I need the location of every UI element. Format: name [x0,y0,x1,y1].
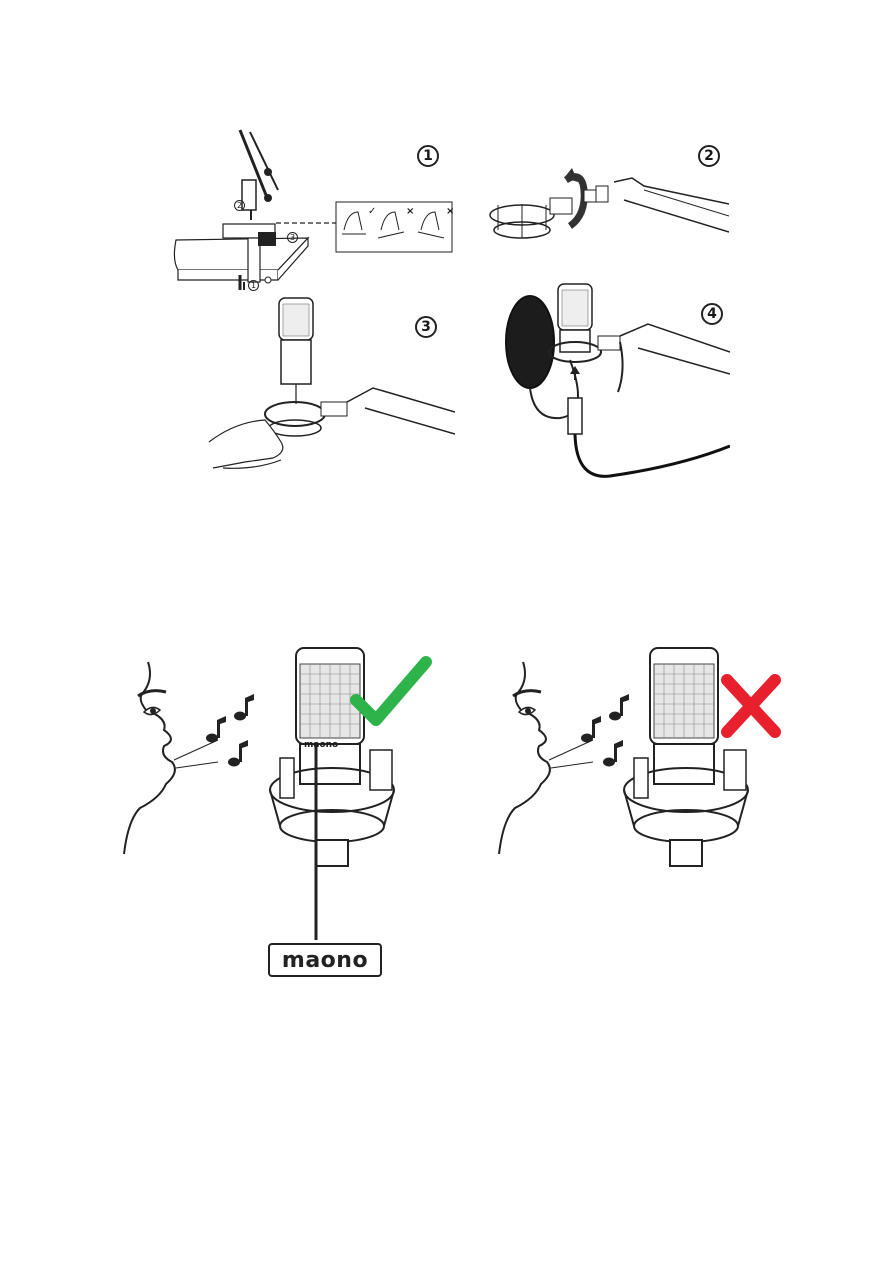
step-3-number: 3 [415,316,437,338]
check-mark-icon [356,662,426,720]
inset-cross-mark-a: × [406,206,414,217]
step-1-number: 1 [417,145,439,167]
inset-cross-mark-b: × [446,206,454,217]
mic-body-label: maono [304,740,338,750]
marker-3: 3 [287,232,298,243]
brand-callout: maono [268,943,382,977]
inset-check-mark: ✓ [368,206,376,217]
music-note-icon [581,694,629,767]
step-2-figure [484,160,729,245]
x-mark-icon [727,680,775,732]
marker-1: 1 [248,280,259,291]
correct-usage-figure: maono [120,640,440,940]
wrong-usage-figure [495,640,795,880]
step-4-figure [500,280,730,485]
pop-filter-icon [506,296,554,388]
brand-callout-text: maono [282,948,368,973]
step-2-number: 2 [698,145,720,167]
music-note-icon [206,694,254,767]
step-4-number: 4 [701,303,723,325]
marker-2: 2 [234,200,245,211]
